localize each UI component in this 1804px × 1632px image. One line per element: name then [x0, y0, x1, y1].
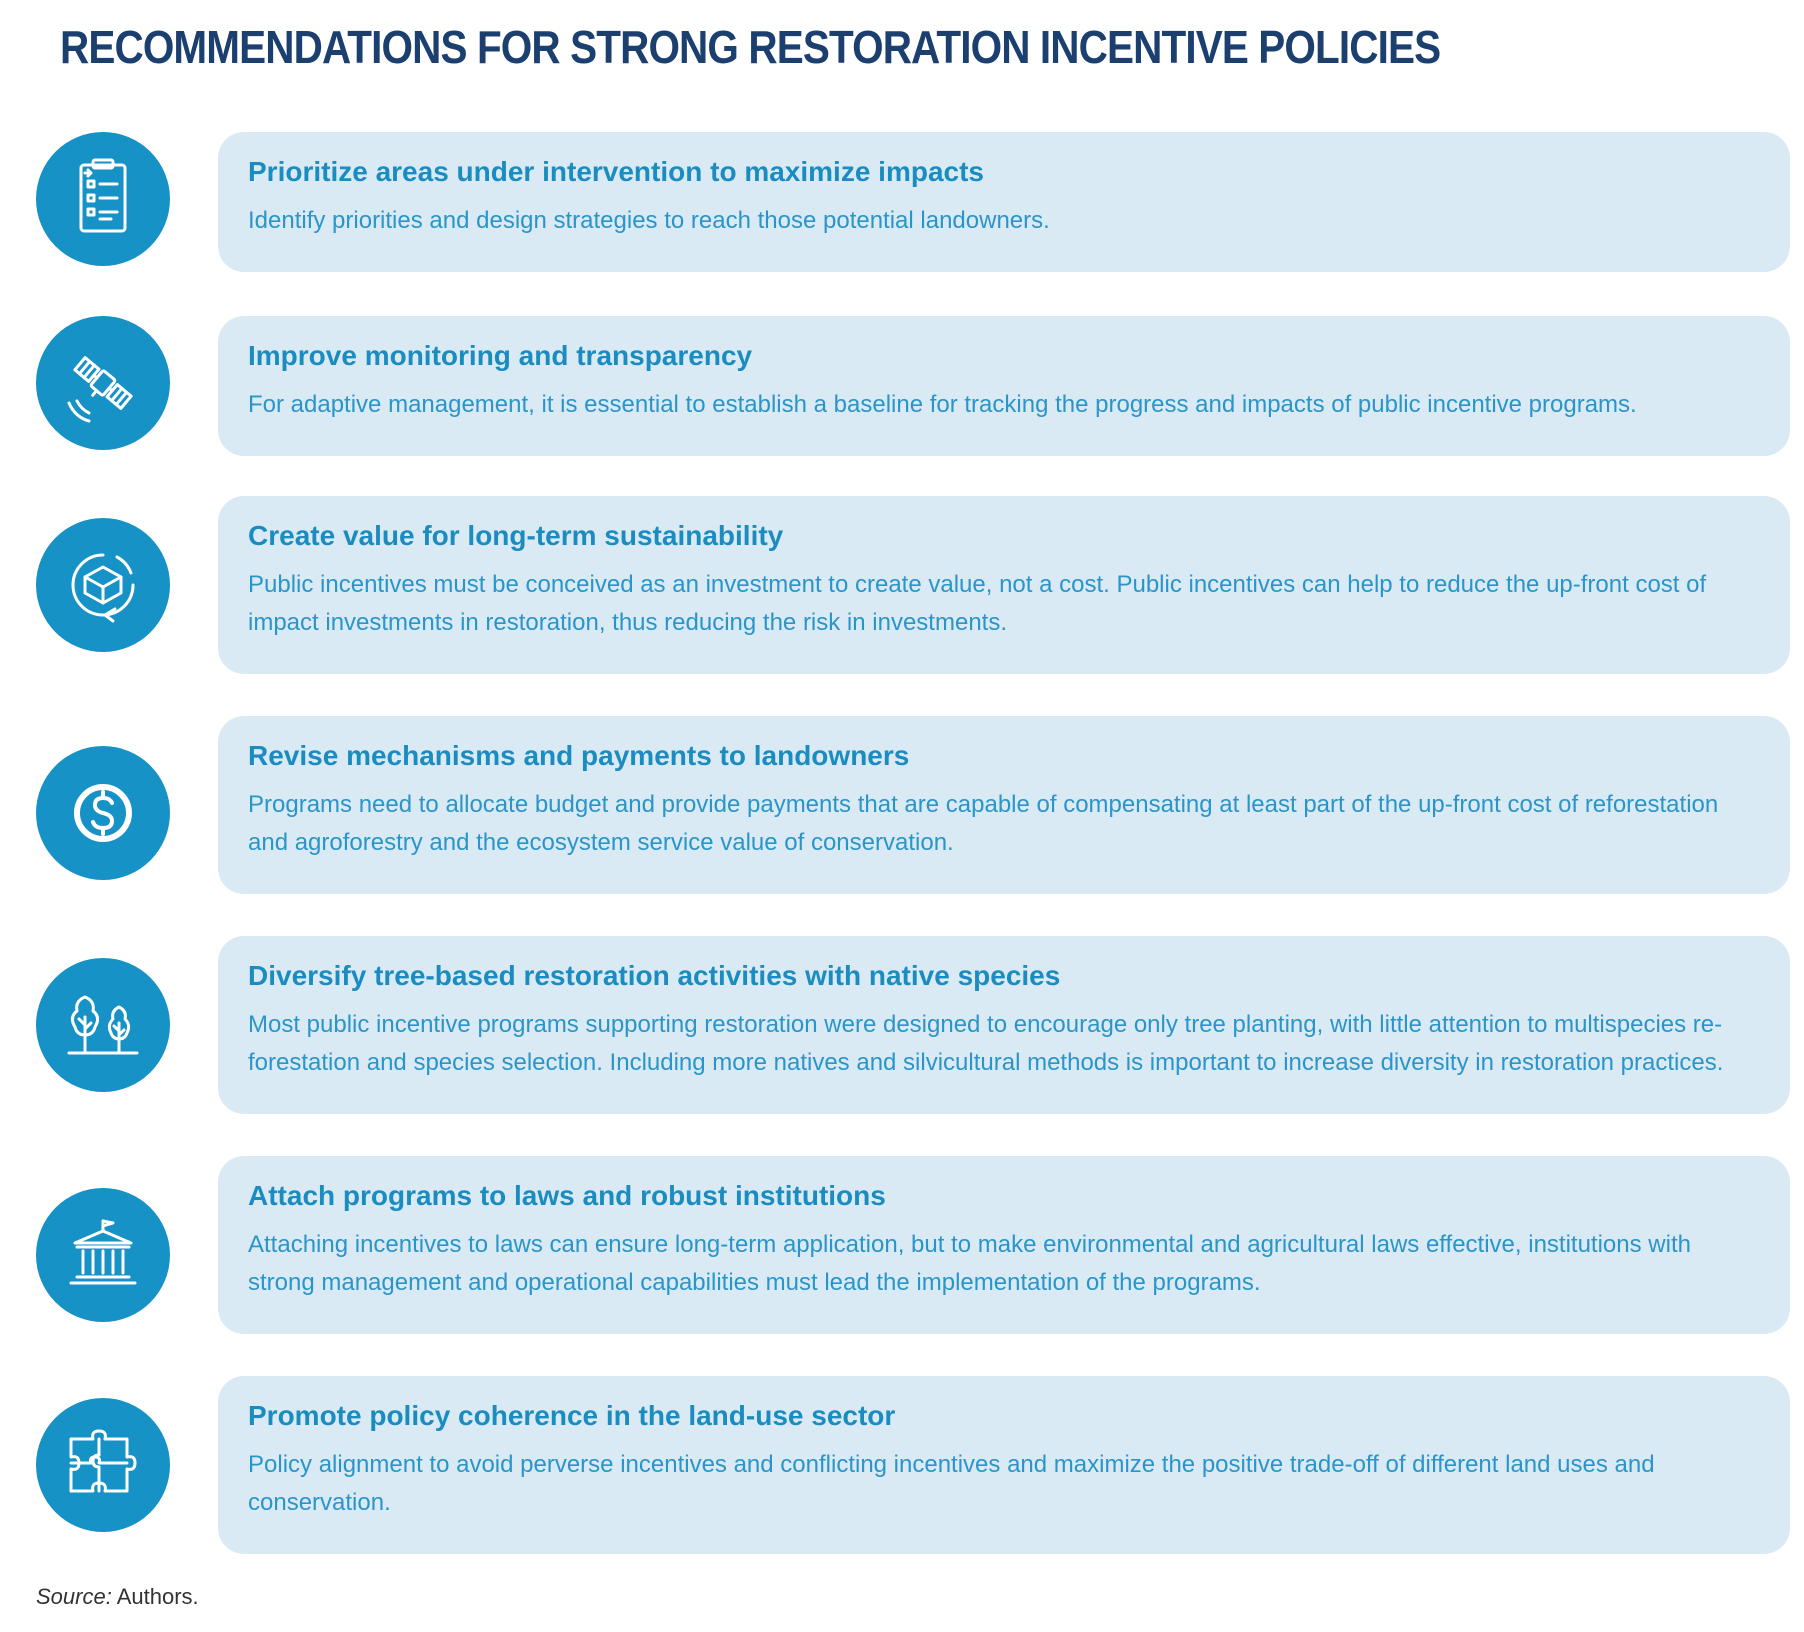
recommendation-heading: Prioritize areas under intervention to m…	[248, 156, 984, 187]
recommendation-text: Most public incentive programs supportin…	[248, 1011, 1724, 1076]
recommendation-text: Policy alignment to avoid perverse incen…	[248, 1451, 1655, 1516]
recommendation-card: Attach programs to laws and robust insti…	[218, 1156, 1790, 1334]
recommendation-card: Create value for long-term sustainabilit…	[218, 496, 1790, 674]
source-label: Source:	[36, 1584, 112, 1609]
checklist-icon	[36, 132, 170, 266]
recommendation-card: Revise mechanisms and payments to landow…	[218, 716, 1790, 894]
recommendation-text: Identify priorities and design strategie…	[248, 207, 1050, 234]
recommendation-heading: Promote policy coherence in the land-use…	[248, 1400, 896, 1431]
recommendation-card: Promote policy coherence in the land-use…	[218, 1376, 1790, 1554]
recommendation-heading: Create value for long-term sustainabilit…	[248, 520, 784, 551]
recommendation-text: Attaching incentives to laws can ensure …	[248, 1231, 1691, 1296]
institution-building-icon	[36, 1188, 170, 1322]
recommendation-heading: Attach programs to laws and robust insti…	[248, 1180, 886, 1211]
recommendation-card: Improve monitoring and transparency For …	[218, 316, 1790, 456]
cycle-box-icon	[36, 518, 170, 652]
recommendation-text: For adaptive management, it is essential…	[248, 391, 1637, 418]
source-text: Authors.	[111, 1584, 199, 1609]
recommendation-heading: Revise mechanisms and payments to landow…	[248, 740, 910, 771]
recommendation-text: Public incentives must be conceived as a…	[248, 571, 1707, 636]
satellite-icon	[36, 316, 170, 450]
recommendation-heading: Diversify tree-based restoration activit…	[248, 960, 1061, 991]
puzzle-icon	[36, 1398, 170, 1532]
dollar-coin-icon	[36, 746, 170, 880]
recommendation-heading: Improve monitoring and transparency	[248, 340, 753, 371]
recommendation-card: Diversify tree-based restoration activit…	[218, 936, 1790, 1114]
trees-icon	[36, 958, 170, 1092]
page-title: RECOMMENDATIONS FOR STRONG RESTORATION I…	[60, 21, 1441, 73]
source-note: Source: Authors.	[36, 1584, 199, 1610]
recommendation-card: Prioritize areas under intervention to m…	[218, 132, 1790, 272]
recommendation-text: Programs need to allocate budget and pro…	[248, 791, 1719, 856]
